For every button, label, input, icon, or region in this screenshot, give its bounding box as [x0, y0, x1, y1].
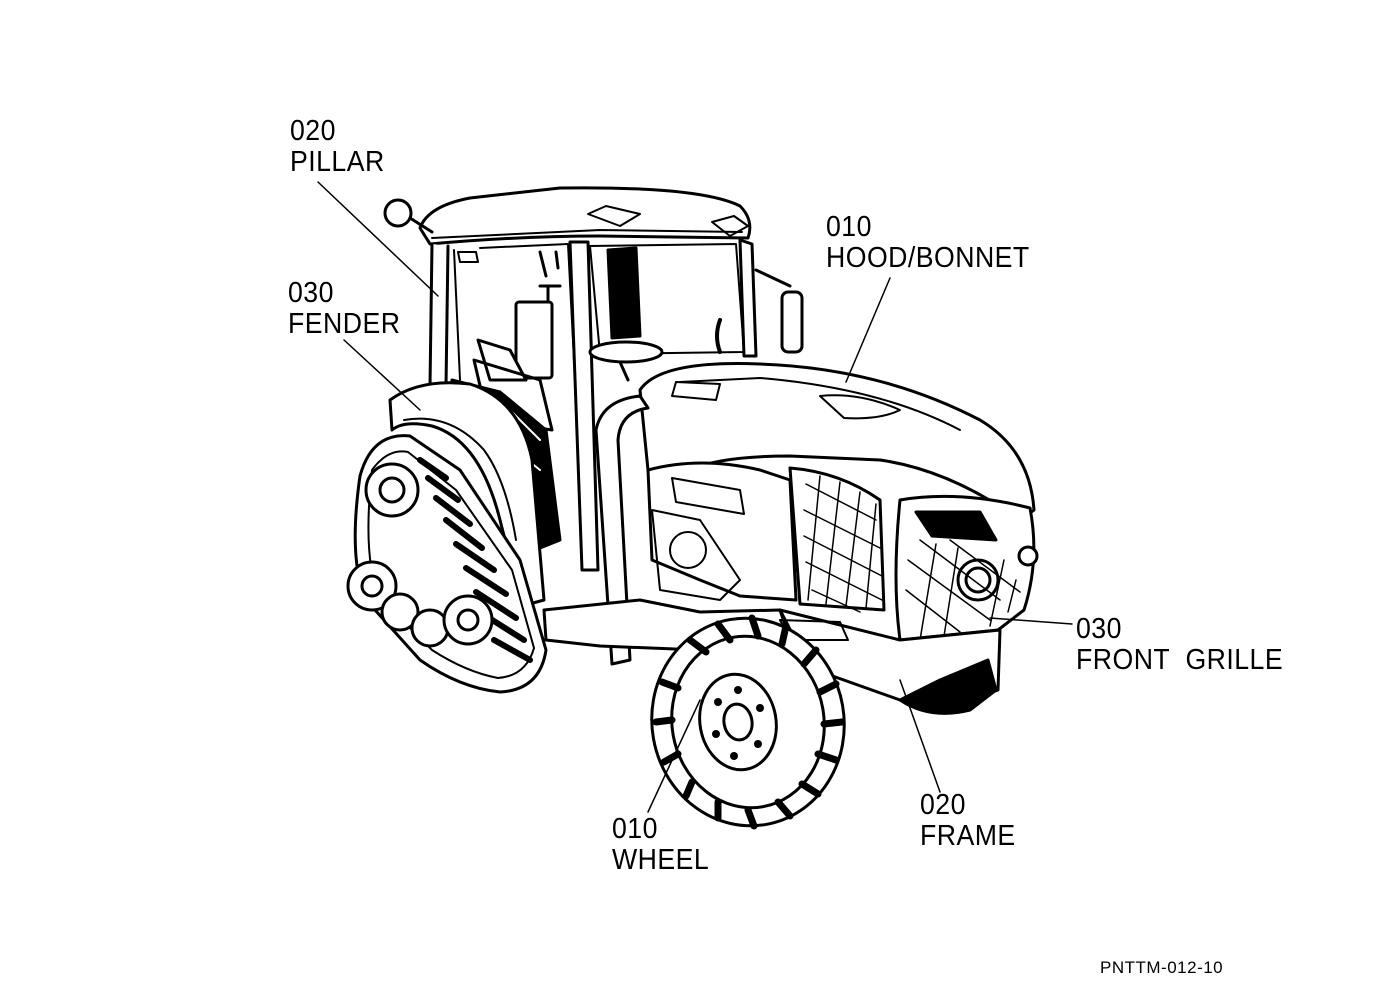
leader-frame: [899, 679, 941, 793]
callout-hood: 010 HOOD/BONNET: [826, 212, 1030, 274]
callout-pillar-name: PILLAR: [290, 146, 385, 178]
callout-pillar-number: 020: [290, 115, 336, 147]
leader-hood: [845, 277, 891, 383]
exhaust-pipe: [594, 394, 650, 666]
figure-code: PNTTM-012-10: [1100, 958, 1224, 977]
callout-frame-name: FRAME: [920, 820, 1016, 852]
callout-grille-number: 030: [1076, 613, 1122, 645]
cab-pillar-front: [568, 240, 600, 572]
callout-frame-number: 020: [920, 789, 966, 821]
callout-hood-name: HOOD/BONNET: [826, 242, 1030, 274]
front-grille-side: [788, 466, 886, 612]
hood-bonnet: [638, 362, 1036, 522]
callout-front-grille: 030 FRONT GRILLE: [1076, 614, 1283, 676]
cab-pillar-rear: [428, 242, 450, 388]
engine-side-panel: [646, 461, 798, 602]
callout-fender-name: FENDER: [288, 308, 401, 340]
callout-hood-number: 010: [826, 211, 872, 243]
right-mirror: [780, 290, 804, 354]
leader-pillar: [317, 181, 439, 297]
callout-grille-name: FRONT GRILLE: [1076, 644, 1284, 676]
leader-wheel: [647, 699, 701, 813]
callout-pillar: 020 PILLAR: [290, 116, 385, 178]
leader-fender: [343, 339, 421, 411]
cab-door-pillar: [606, 246, 642, 340]
callout-wheel: 010 WHEEL: [612, 814, 709, 876]
callout-fender-number: 030: [288, 277, 334, 309]
callout-wheel-number: 010: [612, 813, 658, 845]
callout-frame: 020 FRAME: [920, 790, 1016, 852]
callout-wheel-name: WHEEL: [612, 844, 710, 876]
left-mirror: [383, 198, 413, 228]
leader-grille: [989, 617, 1073, 625]
callout-fender: 030 FENDER: [288, 278, 400, 340]
